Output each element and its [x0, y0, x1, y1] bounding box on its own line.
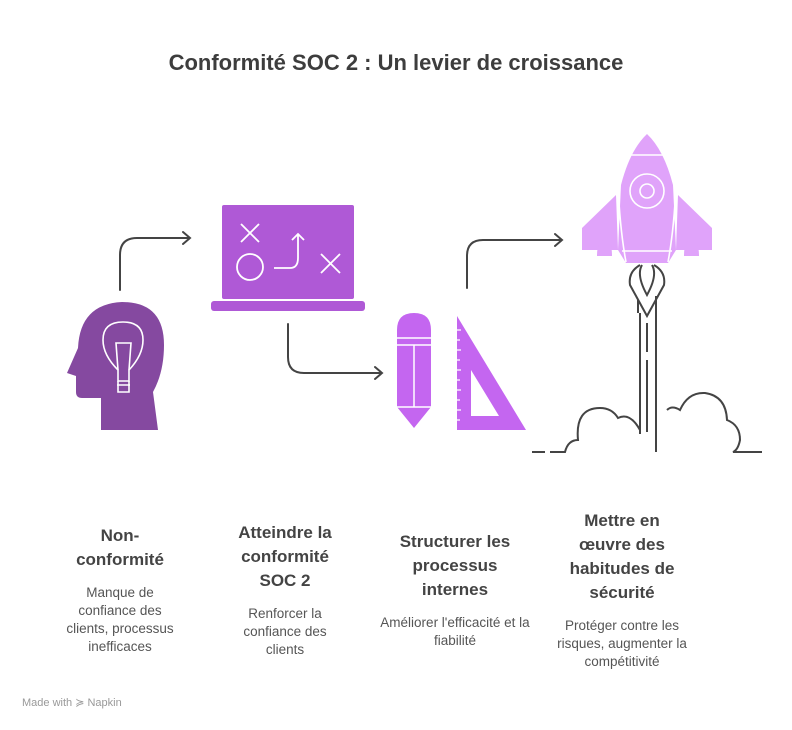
step-description: Renforcer la confiance des clients [243, 606, 327, 657]
made-with-napkin: Made with ≽ Napkin [22, 696, 122, 709]
rocket-icon [532, 134, 762, 453]
footer-made-with: Made with [22, 697, 73, 709]
napkin-logo-icon: ≽ [75, 697, 85, 709]
arrow-2 [287, 323, 384, 380]
step-description: Améliorer l'efficacité et la fiabilité [380, 615, 530, 648]
laptop-strategy-icon [211, 205, 365, 311]
step-title: Non-conformité [76, 526, 164, 569]
arrow-3 [466, 233, 564, 289]
step-title: Structurer les processus internes [399, 532, 511, 599]
pencil-ruler-icon [397, 313, 526, 430]
step-title: Mettre en œuvre des habitudes de sécurit… [569, 511, 675, 602]
step-description: Manque de confiance des clients, process… [66, 585, 174, 654]
step-structurer-processus: Structurer les processus internes Amélio… [375, 500, 535, 680]
step-title: Atteindre la conformité SOC 2 [238, 523, 332, 590]
step-atteindre-conformite: Atteindre la conformité SOC 2 Renforcer … [205, 500, 365, 680]
footer-brand: Napkin [87, 697, 122, 709]
step-description: Protéger contre les risques, augmenter l… [557, 618, 687, 669]
step-non-conformite: Non-conformité Manque de confiance des c… [40, 500, 200, 680]
step-habitudes-securite: Mettre en œuvre des habitudes de sécurit… [542, 500, 702, 680]
diagram-title: Conformité SOC 2 : Un levier de croissan… [168, 50, 624, 75]
arrow-1 [119, 231, 192, 291]
head-lightbulb-icon [67, 302, 164, 430]
